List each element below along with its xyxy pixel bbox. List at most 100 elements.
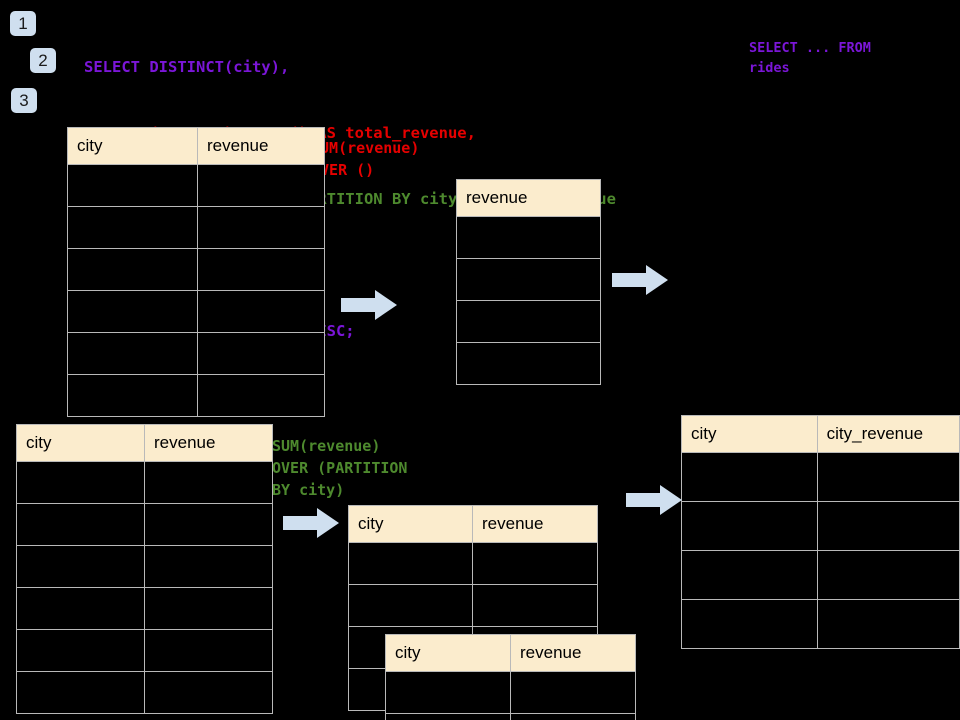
table-row	[67, 248, 325, 291]
flow-arrow-icon-1	[341, 290, 397, 320]
flow-arrow-icon-3	[283, 508, 339, 538]
column-header-city: city	[348, 505, 473, 543]
column-header-revenue: revenue	[472, 505, 598, 543]
table-cell	[681, 599, 818, 649]
table-row	[681, 452, 960, 502]
table-cell	[67, 206, 198, 249]
table-row	[16, 671, 273, 714]
annotation-over-partition: SUM(revenue) OVER (PARTITION BY city)	[272, 437, 408, 499]
sql-source-note: SELECT ... FROM rides	[749, 40, 871, 76]
column-header-city: city	[681, 415, 818, 453]
table-cell	[67, 332, 198, 375]
table-cell	[197, 248, 325, 291]
table-cell	[197, 332, 325, 375]
table-header-row: revenue	[456, 179, 601, 217]
table-cell	[16, 545, 145, 588]
table-row	[16, 503, 273, 546]
table-cell	[510, 713, 636, 720]
table-cell	[816, 550, 960, 600]
table-cell	[144, 461, 273, 504]
table-cell	[67, 374, 198, 417]
column-header-city: city	[67, 127, 198, 165]
column-header-revenue: revenue	[510, 634, 636, 672]
table-cell	[16, 503, 145, 546]
step-badge-1: 1	[10, 11, 36, 36]
table-cell	[144, 545, 273, 588]
table-row	[67, 206, 325, 249]
table-cell	[681, 452, 818, 502]
table-cell	[816, 501, 960, 551]
table-cell	[67, 290, 198, 333]
table-cell	[16, 587, 145, 630]
table-cell	[816, 599, 960, 649]
table-row	[348, 542, 598, 585]
table-cell	[144, 503, 273, 546]
table-row	[681, 550, 960, 600]
table-cell	[348, 584, 473, 627]
table-cell	[456, 258, 601, 301]
table-row	[385, 713, 636, 720]
table-cell	[681, 550, 818, 600]
table-cell	[144, 629, 273, 672]
table-cell	[456, 342, 601, 385]
table-row	[67, 374, 325, 417]
table-cell	[16, 629, 145, 672]
table-row	[16, 629, 273, 672]
table-row	[456, 300, 601, 343]
table-row	[67, 164, 325, 207]
table-row	[348, 584, 598, 627]
table-row	[456, 342, 601, 385]
table-cell	[197, 290, 325, 333]
table-row	[456, 216, 601, 259]
table-cell	[816, 452, 960, 502]
table-cell	[456, 216, 601, 259]
table-cell	[681, 501, 818, 551]
table-cell	[67, 248, 198, 291]
table-total-revenue: revenue	[456, 179, 601, 385]
table-cell	[197, 374, 325, 417]
table-cell	[510, 671, 636, 714]
table-cell	[144, 671, 273, 714]
table-row	[385, 671, 636, 714]
column-header-revenue: revenue	[144, 424, 273, 462]
column-header-revenue: revenue	[456, 179, 601, 217]
table-row	[16, 545, 273, 588]
column-header-revenue: revenue	[197, 127, 325, 165]
table-row	[67, 332, 325, 375]
table-cell	[348, 542, 473, 585]
table-cell	[197, 164, 325, 207]
annotation-over-empty: SUM(revenue) OVER ()	[311, 139, 420, 179]
table-row	[456, 258, 601, 301]
table-cell	[16, 671, 145, 714]
table-row	[681, 501, 960, 551]
table-cell	[16, 461, 145, 504]
table-cell	[67, 164, 198, 207]
table-row	[16, 587, 273, 630]
table-cell	[472, 542, 598, 585]
column-header-city: city	[16, 424, 145, 462]
table-cell	[456, 300, 601, 343]
table-cell	[472, 584, 598, 627]
sql-line-select: SELECT DISTINCT(city),	[84, 58, 290, 76]
column-header-city: city	[385, 634, 511, 672]
step-badge-2: 2	[30, 48, 56, 73]
table-cell	[385, 713, 511, 720]
table-cell	[197, 206, 325, 249]
table-row	[681, 599, 960, 649]
table-cell	[385, 671, 511, 714]
flow-arrow-icon-4	[626, 485, 682, 515]
column-header-city_revenue: city_revenue	[816, 415, 960, 453]
flow-arrow-icon-2	[612, 265, 668, 295]
table-cell	[144, 587, 273, 630]
